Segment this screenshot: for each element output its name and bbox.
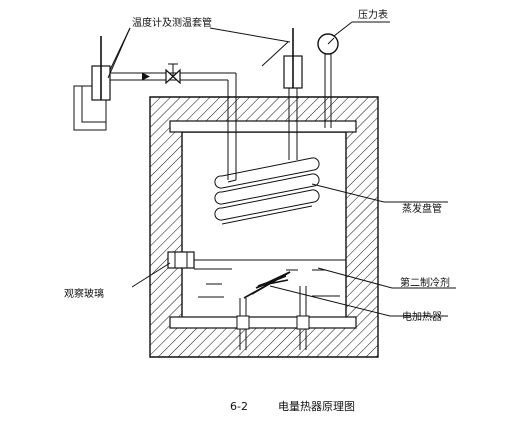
electric-heater: [236, 271, 310, 350]
right-thermometer-well: [283, 28, 303, 160]
refrigerant-liquid-level: [182, 259, 346, 298]
label-sight-glass: 观察玻璃: [64, 287, 104, 300]
top-plate: [169, 120, 357, 133]
label-electric-heater: 电加热器: [402, 310, 442, 323]
label-evaporator-coil: 蒸发盘管: [402, 202, 442, 215]
bottom-plate: [169, 316, 357, 329]
caption-number: 6-2: [230, 400, 248, 413]
label-pressure-gauge: 压力表: [358, 8, 388, 21]
sight-glass: [167, 251, 195, 269]
leader-lines: [107, 21, 456, 317]
caption-title: 电量热器原理图: [278, 400, 355, 413]
label-thermometer-sleeve: 温度计及测温套管: [132, 16, 212, 29]
label-secondary-refrigerant: 第二制冷剂: [400, 276, 450, 289]
valve-icon: [165, 63, 181, 85]
left-thermometer-well: [73, 36, 111, 131]
pressure-gauge-icon: [317, 33, 339, 128]
evaporator-coil: [214, 157, 320, 225]
